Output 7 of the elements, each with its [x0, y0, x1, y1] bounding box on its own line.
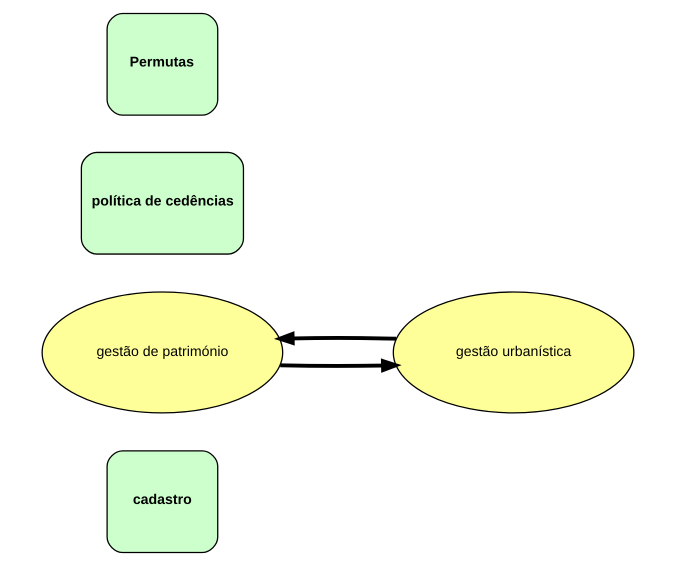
node-box: política de cedências [80, 152, 244, 255]
node-box: cadastro [106, 450, 218, 554]
node-ellipse: gestão de património [41, 291, 283, 414]
node-box: Permutas [106, 12, 218, 116]
arrow [280, 358, 402, 373]
arrow [273, 331, 396, 346]
node-ellipse: gestão urbanística [392, 291, 634, 414]
